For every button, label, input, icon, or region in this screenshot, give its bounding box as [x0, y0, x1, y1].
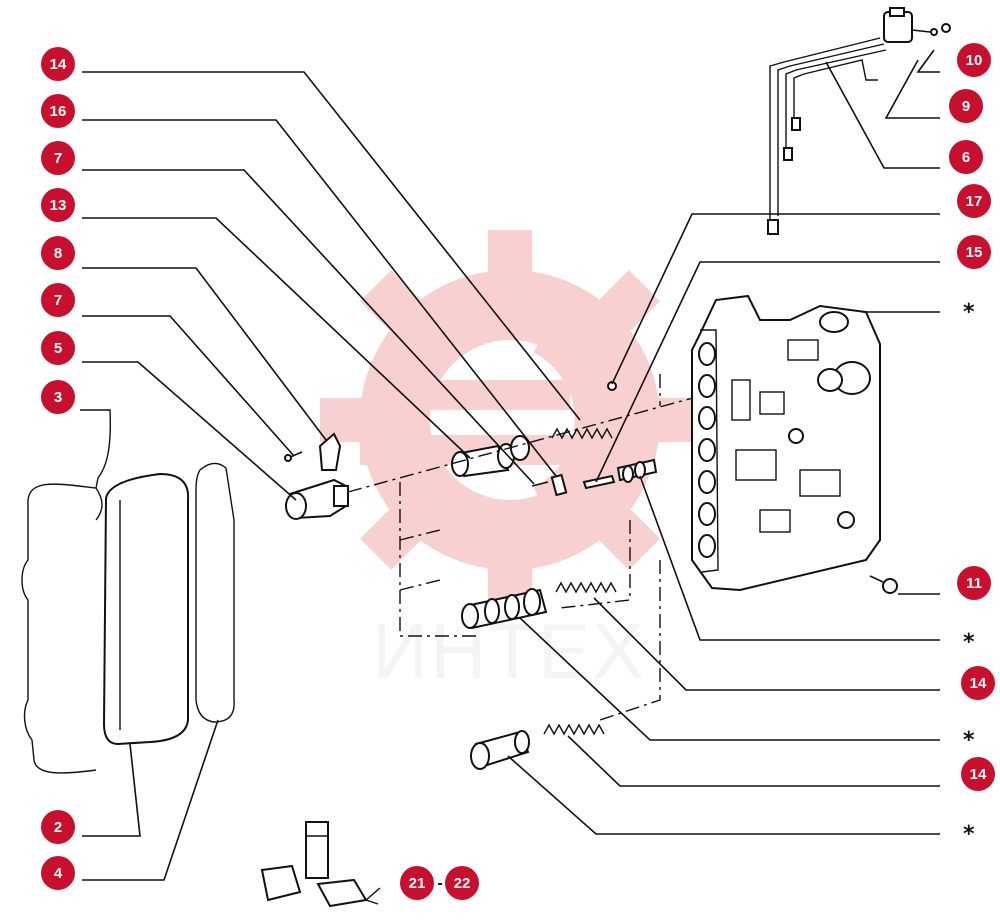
callout-11[interactable]: 11: [957, 566, 991, 600]
part-4-seal-ring: [195, 462, 235, 723]
callout-16[interactable]: 16: [41, 94, 75, 128]
part-21-22-fitting: [260, 821, 381, 908]
callout-10[interactable]: 10: [957, 43, 991, 77]
svg-text:7: 7: [54, 292, 62, 309]
leader-lines: [82, 49, 940, 881]
watermark-text: ИНТЕХ: [372, 607, 646, 695]
callout-3[interactable]: 3: [41, 380, 75, 414]
callout-14-bottom[interactable]: 14: [961, 757, 995, 791]
callout-15[interactable]: 15: [957, 235, 991, 269]
part-8-bracket: [318, 432, 342, 471]
callout-21[interactable]: 21: [400, 866, 434, 900]
callout-4[interactable]: 4: [41, 856, 75, 890]
svg-text:14: 14: [50, 56, 67, 73]
callout-14-top[interactable]: 14: [41, 47, 75, 81]
callout-6[interactable]: 6: [949, 140, 983, 174]
part-10-connector: [883, 7, 951, 43]
callout-17[interactable]: 17: [957, 184, 991, 218]
part-17-pin: [607, 381, 617, 391]
callout-range-dash: -: [437, 875, 442, 892]
part-7-pin: [284, 451, 303, 462]
svg-text:3: 3: [54, 389, 62, 406]
assembly-axes: [347, 374, 701, 721]
part-spool-mid: [461, 588, 548, 630]
part-2-cover: [102, 472, 190, 746]
svg-text:13: 13: [50, 197, 67, 214]
svg-text:7: 7: [54, 150, 62, 167]
svg-text:8: 8: [54, 245, 62, 262]
callout-14-mid[interactable]: 14: [961, 666, 995, 700]
svg-text:14: 14: [970, 766, 987, 783]
asterisk-marker-3: *: [963, 728, 975, 753]
part-5-plug: [285, 478, 349, 520]
part-13-valve: [451, 435, 530, 478]
callout-8[interactable]: 8: [41, 236, 75, 270]
svg-text:16: 16: [50, 103, 67, 120]
intex-watermark: ИНТЕХ: [320, 230, 700, 695]
asterisk-marker-1: *: [963, 300, 975, 325]
svg-text:2: 2: [54, 819, 62, 836]
callout-13[interactable]: 13: [41, 188, 75, 222]
svg-text:5: 5: [54, 340, 62, 357]
part-14-spring-low: [543, 723, 605, 736]
part-14-spring-top: [551, 427, 613, 440]
part-valve-body: [691, 294, 881, 592]
callout-7-top[interactable]: 7: [41, 141, 75, 175]
svg-text:17: 17: [966, 193, 983, 210]
part-16-clip: [531, 473, 568, 497]
callout-7-bottom[interactable]: 7: [41, 283, 75, 317]
part-plunger: [616, 458, 658, 483]
svg-text:14: 14: [970, 675, 987, 692]
part-11-screw: [869, 575, 898, 594]
part-14-spring-mid: [555, 581, 617, 594]
svg-text:6: 6: [962, 149, 970, 166]
svg-text:15: 15: [966, 244, 983, 261]
part-3-gasket: [21, 409, 112, 774]
callout-22[interactable]: 22: [445, 866, 479, 900]
svg-text:4: 4: [54, 865, 63, 882]
svg-text:11: 11: [966, 575, 982, 592]
gear-logo: [320, 230, 700, 610]
svg-text:21: 21: [409, 875, 426, 892]
part-15-rod: [582, 474, 616, 490]
gasket-curl: [95, 487, 103, 521]
part-lower-plunger: [470, 730, 530, 770]
callout-5[interactable]: 5: [41, 331, 75, 365]
part-6-wiring-harness: [767, 37, 887, 235]
callout-2[interactable]: 2: [41, 810, 75, 844]
svg-text:10: 10: [966, 52, 983, 69]
svg-text:9: 9: [962, 98, 970, 115]
asterisk-marker-4: *: [963, 822, 975, 847]
callout-9[interactable]: 9: [949, 89, 983, 123]
asterisk-marker-2: *: [963, 630, 975, 655]
svg-text:22: 22: [454, 875, 471, 892]
